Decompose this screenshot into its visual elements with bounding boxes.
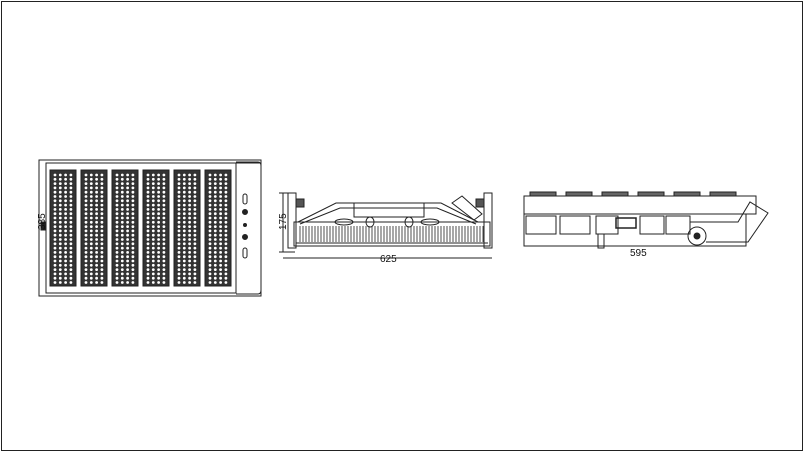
side-height-dimension: 175 [278, 213, 289, 230]
side-view [279, 192, 493, 259]
side-width-dimension: 625 [380, 254, 397, 265]
front-height-dimension: 385 [37, 213, 48, 230]
mounting-tab [529, 191, 557, 197]
mounting-tab [673, 191, 701, 197]
led-module [49, 169, 77, 287]
top-width-dimension: 595 [630, 248, 647, 259]
front-view [38, 159, 262, 297]
led-module [111, 169, 139, 287]
mounting-tab [637, 191, 665, 197]
led-module [142, 169, 170, 287]
led-module [80, 169, 108, 287]
mounting-tab [601, 191, 629, 197]
led-module [173, 169, 201, 287]
mounting-tab [565, 191, 593, 197]
led-module [204, 169, 232, 287]
mounting-tab [709, 191, 737, 197]
top-view [523, 191, 769, 249]
